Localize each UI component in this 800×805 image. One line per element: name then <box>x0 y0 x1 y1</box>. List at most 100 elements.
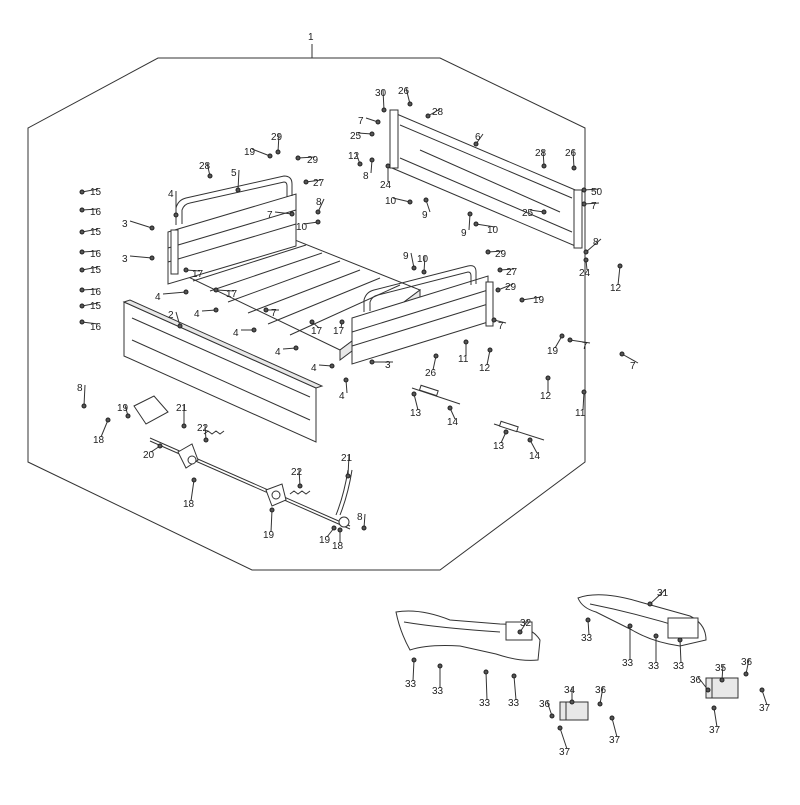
fastener-c33 <box>79 229 85 235</box>
leader-c9 <box>297 156 316 159</box>
fastener-c91 <box>653 633 659 639</box>
fastener-c55 <box>251 327 257 333</box>
callout-c52: 7 <box>498 321 504 332</box>
callout-c62: 4 <box>311 363 317 374</box>
fastener-c25 <box>79 207 85 213</box>
fastener-c73 <box>181 423 187 429</box>
assembly-label: 1 <box>308 32 314 43</box>
fastener-c22 <box>423 197 429 203</box>
fastener-c98 <box>511 673 517 679</box>
callout-c33: 15 <box>90 227 102 238</box>
fastener-c39 <box>411 265 417 271</box>
leader-c104 <box>546 700 553 717</box>
leader-c97 <box>485 671 488 701</box>
fastener-c10 <box>357 161 363 167</box>
callout-c17: 28 <box>199 161 211 172</box>
callout-c84: 19 <box>263 530 275 541</box>
fastener-c35 <box>149 255 155 261</box>
callout-c48: 19 <box>533 295 545 306</box>
fastener-c52 <box>491 317 497 323</box>
fastener-c67 <box>343 377 349 383</box>
fastener-c61 <box>369 359 375 365</box>
fastener-c29 <box>315 219 321 225</box>
left-fender <box>395 610 541 661</box>
callout-c50: 4 <box>194 309 200 320</box>
fastener-c104 <box>549 713 555 719</box>
fastener-c100 <box>759 687 765 693</box>
leader-c70 <box>413 393 419 411</box>
fastener-c87 <box>647 601 653 607</box>
fastener-c53 <box>79 319 85 325</box>
callout-c38: 12 <box>610 283 622 294</box>
callout-c41: 27 <box>506 267 518 278</box>
callout-c20: 4 <box>168 189 174 200</box>
leader-c31 <box>475 223 496 228</box>
fastener-c21 <box>407 199 413 205</box>
callout-c82: 18 <box>183 499 195 510</box>
fastener-c34 <box>79 249 85 255</box>
tailgate <box>122 299 324 443</box>
fastener-c79 <box>527 437 533 443</box>
fastener-c32 <box>583 249 589 255</box>
fastener-c92 <box>677 637 683 643</box>
leader-c32 <box>585 238 602 253</box>
leader-c98 <box>513 675 517 701</box>
leader-lines <box>79 87 768 750</box>
leader-c19 <box>305 179 322 183</box>
leader-c8 <box>251 148 271 157</box>
callout-c37: 24 <box>579 268 591 279</box>
callout-c27: 7 <box>267 210 273 221</box>
fastener-c11 <box>369 157 375 163</box>
leader-c25 <box>81 208 99 211</box>
callout-c93: 35 <box>715 663 727 674</box>
fastener-c70 <box>411 391 417 397</box>
fastener-c84 <box>269 507 275 513</box>
callout-c54: 2 <box>168 310 174 321</box>
callout-c36: 29 <box>495 249 507 260</box>
callout-c88: 32 <box>520 618 532 629</box>
fastener-c68 <box>545 375 551 381</box>
leader-c34 <box>81 250 99 253</box>
callout-c24: 15 <box>90 187 102 198</box>
fastener-c3 <box>425 113 431 119</box>
callout-c81: 22 <box>291 467 303 478</box>
leader-c105 <box>559 727 568 750</box>
fastener-c99 <box>705 687 711 693</box>
fastener-c82 <box>191 477 197 483</box>
leader-c13 <box>542 149 545 167</box>
callout-c51: 7 <box>271 308 277 319</box>
callout-c61: 3 <box>385 360 391 371</box>
fastener-c47 <box>213 287 219 293</box>
callout-c15: 50 <box>591 187 603 198</box>
callout-c74: 14 <box>447 417 459 428</box>
callout-c23: 25 <box>522 208 534 219</box>
leader-c24 <box>81 188 99 193</box>
callout-c34: 16 <box>90 249 102 260</box>
leader-c26 <box>129 220 153 229</box>
fastener-c64 <box>487 347 493 353</box>
callout-c13: 28 <box>535 148 547 159</box>
callout-c103: 37 <box>609 735 621 746</box>
fastener-c88 <box>517 629 523 635</box>
leader-c103 <box>611 717 618 738</box>
leader-c18 <box>237 169 240 191</box>
leader-c84 <box>270 509 273 533</box>
fastener-c59 <box>567 337 573 343</box>
leader-c1 <box>382 89 385 111</box>
fastener-c63 <box>463 339 469 345</box>
fastener-c94 <box>743 671 749 677</box>
leader-c66 <box>621 353 639 364</box>
fastener-c101 <box>569 699 575 705</box>
callout-c43: 17 <box>192 269 204 280</box>
callout-c105: 37 <box>559 747 571 758</box>
fastener-c58 <box>293 345 299 351</box>
callout-c63: 11 <box>458 354 469 365</box>
callout-c21: 10 <box>385 196 397 207</box>
callout-c78: 20 <box>143 450 155 461</box>
fastener-c8 <box>267 153 273 159</box>
callout-c8: 19 <box>244 147 256 158</box>
callout-c90: 33 <box>622 658 634 669</box>
fastener-c38 <box>617 263 623 269</box>
